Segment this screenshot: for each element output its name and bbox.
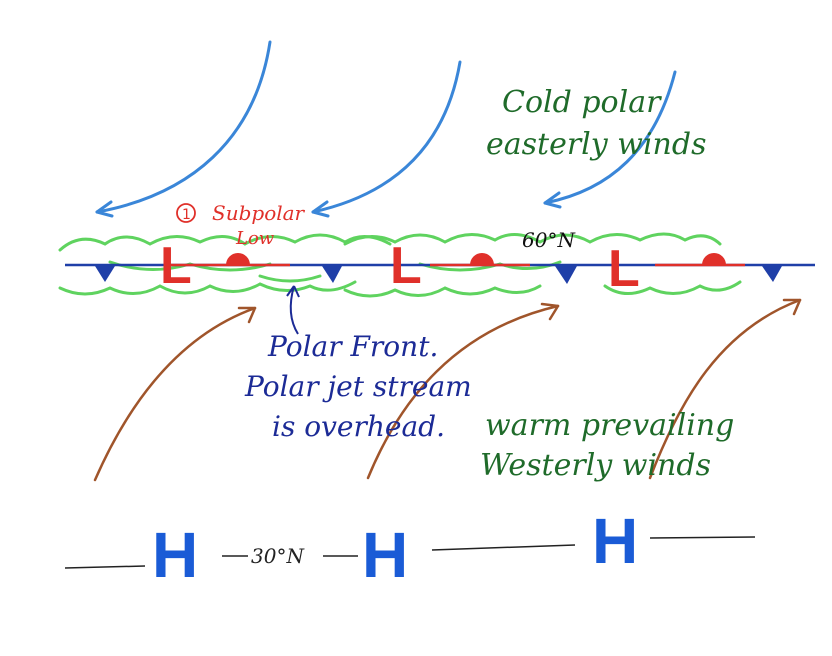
low-symbol: L — [390, 237, 422, 295]
semicircle — [702, 253, 726, 265]
lat-30-label: 30°N — [251, 544, 305, 568]
high-pressure-symbols: H H H — [152, 505, 638, 591]
low-label: Low — [235, 228, 275, 249]
semicircle — [470, 253, 494, 265]
lat-60-label: 60°N — [522, 228, 576, 252]
triangle — [95, 266, 115, 282]
triangle — [322, 266, 342, 283]
cold-wind-arrows — [95, 40, 677, 218]
cold-winds-line2: easterly winds — [486, 127, 706, 162]
polar-front-line2: Polar jet stream — [244, 370, 472, 403]
low-pressure-symbols: L L L — [160, 237, 640, 298]
triangle — [762, 266, 782, 282]
front-pointer-arrow — [289, 285, 299, 335]
cold-wind-arrow — [95, 200, 114, 218]
cold-winds-line1: Cold polar — [502, 85, 662, 120]
warm-front-semicircles — [226, 253, 726, 265]
triangle — [555, 266, 577, 284]
semicircle — [226, 253, 250, 265]
cold-wind-arrow — [311, 200, 330, 218]
polar-front-line1: Polar Front. — [267, 330, 438, 363]
warm-wind-arrow — [782, 298, 802, 316]
front-pointer-arrowhead — [286, 285, 300, 298]
marker-circle — [176, 203, 196, 223]
warm-wind-arrow — [93, 306, 257, 482]
warm-wind-arrow — [540, 302, 560, 321]
marker-number: 1 — [182, 207, 191, 223]
warm-wind-arrow — [237, 306, 257, 324]
low-symbol: L — [608, 240, 640, 298]
latitude-30-line — [64, 536, 756, 569]
cold-front-triangles — [95, 266, 782, 284]
high-symbol: H — [592, 505, 638, 577]
subpolar-label: Subpolar — [212, 201, 306, 225]
cold-wind-arrow — [95, 40, 272, 214]
warm-winds-line2: Westerly winds — [480, 448, 711, 483]
cold-wind-arrow — [543, 191, 562, 209]
polar-front-line3: is overhead. — [272, 410, 445, 443]
warm-wind-arrows — [93, 298, 802, 482]
cold-wind-arrow — [311, 60, 462, 214]
high-symbol: H — [152, 519, 198, 591]
warm-wind-arrow — [366, 304, 560, 480]
warm-wind-arrow — [648, 298, 802, 480]
high-symbol: H — [362, 519, 408, 591]
cold-wind-arrow — [543, 70, 677, 205]
warm-winds-line1: warm prevailing — [485, 408, 734, 443]
low-symbol: L — [160, 237, 192, 295]
